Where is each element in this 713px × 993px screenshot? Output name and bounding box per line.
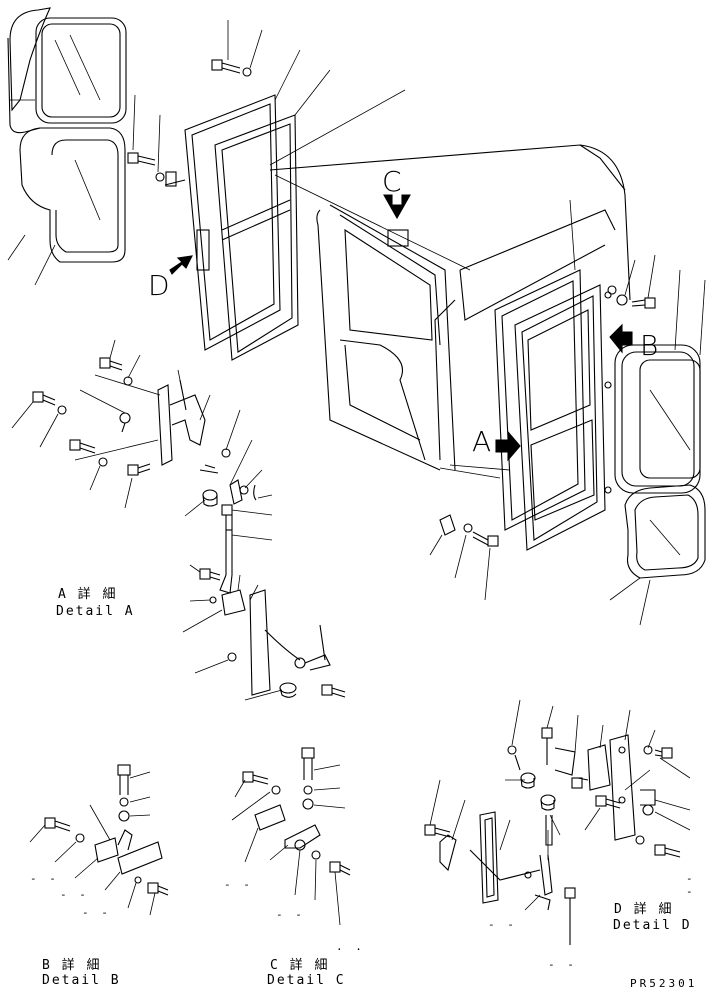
dash-mark: - - (548, 958, 577, 971)
right-door-assembly (494, 199, 612, 551)
arrow-b (609, 323, 633, 354)
bolt-group-right (607, 254, 706, 356)
bolt-group-top (127, 20, 263, 187)
detail-b-drawing (29, 764, 169, 916)
arrow-a (495, 430, 521, 462)
right-window-assembly (609, 344, 706, 626)
detail-d-caption-jp: D 詳 細 (614, 902, 674, 917)
dash-mark: - - (60, 888, 89, 901)
bolt-group-door-bottom (429, 514, 499, 601)
callout-c: C (382, 165, 402, 198)
detail-a-caption-en: Detail A (56, 604, 135, 619)
dash-mark: - - (276, 908, 305, 921)
detail-b-caption-jp: B 詳 細 (42, 958, 102, 973)
part-code: PR52301 (630, 977, 698, 990)
callout-b: B (640, 329, 659, 362)
detail-a-drawing (11, 339, 346, 701)
left-door-assembly (164, 49, 406, 361)
dash-mark: - - (30, 872, 59, 885)
detail-d-drawing (424, 699, 691, 945)
detail-d-caption-en: Detail D (613, 918, 692, 933)
detail-c-caption-jp: C 詳 細 (270, 958, 330, 973)
callout-a: A (472, 425, 492, 458)
dot-mark: . . (336, 940, 365, 953)
dash-mark: - - (224, 878, 253, 891)
detail-a-caption-jp: A 詳 細 (58, 587, 118, 602)
detail-c-drawing (231, 747, 351, 926)
dash-mark: - - (488, 918, 517, 931)
detail-b-caption-en: Detail B (42, 973, 121, 988)
arrow-c (383, 194, 411, 220)
callout-d: D (148, 269, 170, 302)
dash-mark: - - (686, 872, 696, 898)
arrow-d (169, 255, 193, 275)
left-window-assembly (7, 7, 127, 286)
cab-body (269, 144, 631, 479)
detail-c-caption-en: Detail C (267, 973, 346, 988)
dash-mark: - - (82, 906, 111, 919)
